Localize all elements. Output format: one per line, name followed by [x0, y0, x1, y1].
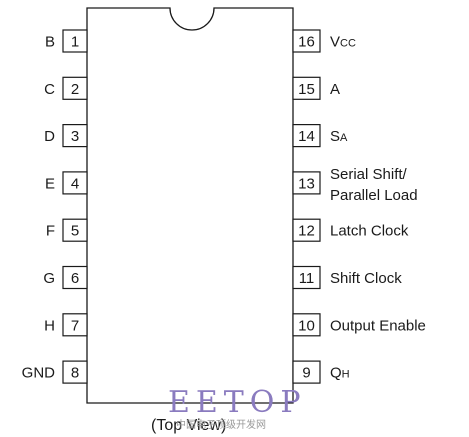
- pin-number: 10: [298, 317, 315, 334]
- pin-number: 7: [71, 317, 79, 334]
- left-pin-7: 7H: [44, 313, 88, 337]
- pin-box: [62, 313, 88, 337]
- left-pin-2: 2C: [44, 76, 88, 100]
- pin-box: [62, 76, 88, 100]
- pin-label: H: [44, 317, 55, 334]
- left-pin-4: 4E: [45, 171, 88, 195]
- pin-label: E: [45, 175, 55, 192]
- pin-box: [292, 76, 321, 100]
- pin-number: 12: [298, 223, 315, 240]
- pin-label: Latch Clock: [330, 223, 409, 240]
- pin-number: 8: [71, 365, 79, 382]
- pin-box: [62, 265, 88, 290]
- pin-number: 11: [299, 270, 315, 287]
- pin-label: SA: [330, 128, 348, 145]
- right-pin-12: 12 Latch Clock: [292, 218, 409, 242]
- pin-number: 16: [298, 34, 315, 51]
- pin-box: [292, 123, 321, 148]
- pin-label: D: [44, 128, 55, 145]
- pin-box: [292, 29, 321, 53]
- pin-label: C: [44, 81, 55, 98]
- pin-number: 9: [302, 365, 310, 382]
- pin-box: [62, 123, 88, 148]
- watermark-brand: EETOP: [168, 385, 307, 420]
- left-pin-5: 5F: [46, 218, 88, 242]
- pin-number: 15: [298, 81, 315, 98]
- pin-number: 2: [71, 81, 79, 98]
- pin-label-subscript: H: [342, 369, 350, 381]
- pin-number: 5: [71, 223, 79, 240]
- left-pin-8: 8 GND: [22, 360, 88, 384]
- pin-number: 6: [71, 270, 79, 287]
- right-pin-14: 14 SA: [292, 123, 348, 148]
- pin-number: 3: [71, 128, 79, 145]
- pin-label: A: [330, 81, 340, 98]
- pin-box: [292, 218, 321, 242]
- pin-number: 4: [71, 175, 79, 192]
- pin-label-line: Parallel Load: [330, 187, 418, 204]
- pin-number: 14: [298, 128, 315, 145]
- left-pin-6: 6G: [43, 265, 88, 290]
- pin-label-subscript: A: [340, 132, 348, 144]
- pin-label: G: [43, 270, 55, 287]
- pin-label: Output Enable: [330, 317, 426, 334]
- left-pin-1: 1B: [45, 29, 88, 53]
- watermark-tagline: 中国电子顶级开发网: [176, 418, 266, 431]
- left-pin-group: 1B 2C 3D 4E 5F 6G 7H 8 GND: [22, 29, 88, 384]
- pin-label: Shift Clock: [330, 270, 402, 287]
- pin-box: [292, 265, 321, 290]
- pin-number: 1: [71, 34, 79, 51]
- pin-box: [292, 360, 321, 384]
- pin-label: VCC: [330, 34, 356, 51]
- pin-label: F: [46, 223, 55, 240]
- pin-label: B: [45, 34, 55, 51]
- pin-box: [292, 313, 321, 337]
- right-pin-13: 13 Serial Shift/Parallel Load: [292, 166, 418, 204]
- chip-body: [86, 7, 294, 404]
- right-pin-9: 9 QH: [292, 360, 350, 384]
- right-pin-10: 10 Output Enable: [292, 313, 426, 337]
- pin-label: QH: [330, 365, 350, 382]
- left-pin-3: 3D: [44, 123, 88, 148]
- pin-label: GND: [22, 365, 56, 382]
- pin-box: [62, 360, 88, 384]
- pin-label-subscript: CC: [340, 38, 356, 50]
- right-pin-11: 11 Shift Clock: [292, 265, 402, 290]
- top-view-caption: (Top View): [151, 417, 226, 434]
- pin-box: [62, 171, 88, 195]
- pin-box: [62, 29, 88, 53]
- pin-box: [62, 218, 88, 242]
- pin-number: 13: [298, 175, 315, 192]
- pin-label-line: Serial Shift/: [330, 166, 408, 183]
- pin-box: [292, 171, 321, 195]
- right-pin-15: 15 A: [292, 76, 340, 100]
- right-pin-16: 16 VCC: [292, 29, 356, 53]
